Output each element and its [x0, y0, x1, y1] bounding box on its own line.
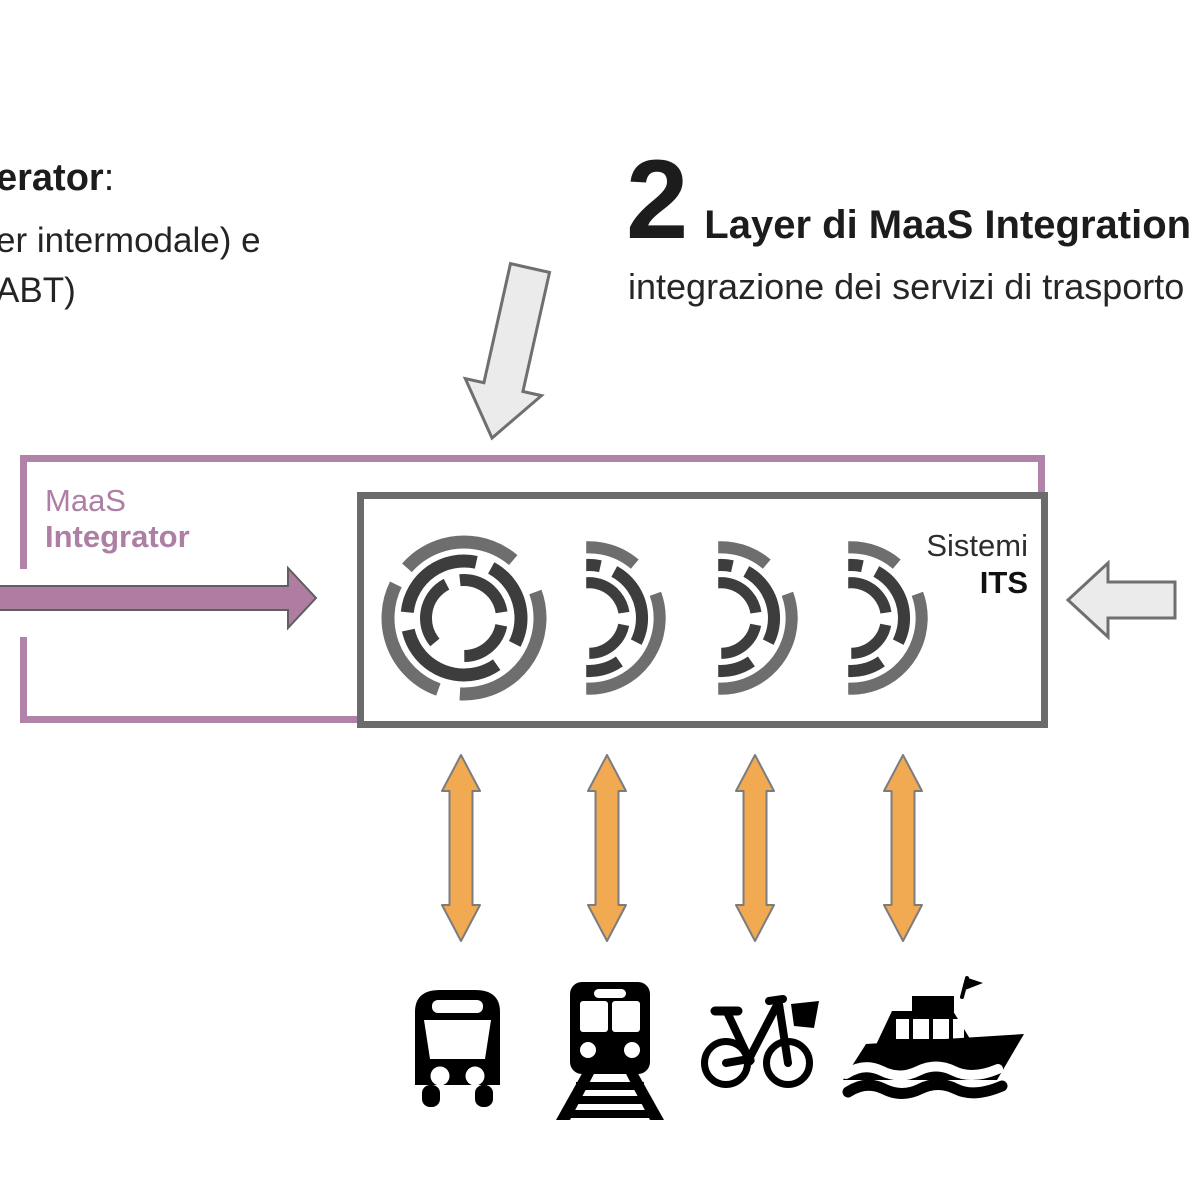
maas-input-arrow — [0, 565, 318, 631]
bus-icon — [415, 990, 500, 1107]
bicycle-icon — [701, 995, 819, 1088]
exchange-arrow — [441, 754, 481, 942]
exchange-arrow — [883, 754, 923, 942]
exchange-arrow — [587, 754, 627, 942]
its-label-line2: ITS — [979, 565, 1028, 600]
heading-title: Layer di MaaS Integration — [704, 203, 1192, 247]
its-label-line1: Sistemi — [926, 528, 1028, 563]
note-line-2: er intermodale) e — [0, 220, 261, 260]
maas-integrator-label: MaaS Integrator — [45, 483, 190, 555]
note-line1-bold: erator — [0, 157, 104, 199]
exchange-arrow — [735, 754, 775, 942]
maas-label-line1: MaaS — [45, 483, 126, 518]
train-icon — [556, 982, 664, 1120]
maas-label-line2: Integrator — [45, 519, 190, 554]
diagonal-arrow — [462, 261, 552, 441]
note-line1-colon: : — [103, 157, 115, 199]
note-line-3: ABT) — [0, 271, 76, 311]
section-heading: 2 Layer di MaaS Integration — [626, 144, 1191, 256]
cropped-note: erator: er intermodale) e ABT) — [0, 157, 261, 313]
sistemi-its-label: Sistemi ITS — [850, 527, 1028, 601]
heading-number: 2 — [626, 137, 688, 262]
heading-subtitle: integrazione dei servizi di trasporto — [628, 266, 1185, 307]
sistemi-its-box — [357, 492, 1048, 728]
ferry-icon — [841, 976, 1024, 1099]
its-input-arrow — [1065, 559, 1177, 641]
note-line-1: erator: — [0, 157, 261, 200]
